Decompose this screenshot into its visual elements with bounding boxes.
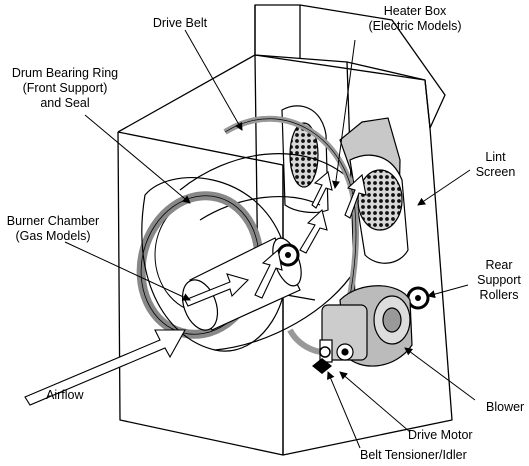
airflow-arrows bbox=[24, 170, 367, 406]
label-rear-support-rollers: Rear Support Rollers bbox=[477, 258, 521, 302]
label-burner-chamber: Burner Chamber (Gas Models) bbox=[6, 214, 100, 243]
label-drum-bearing-ring: Drum Bearing Ring (Front Support) and Se… bbox=[11, 66, 119, 110]
label-blower: Blower bbox=[486, 400, 525, 414]
label-drive-belt: Drive Belt bbox=[152, 16, 208, 30]
blower-motor-assembly bbox=[319, 285, 413, 367]
belt-tensioner bbox=[312, 346, 332, 374]
door-opening bbox=[141, 177, 287, 352]
label-lint-screen: Lint Screen bbox=[475, 150, 516, 179]
rear-support-roller-left bbox=[276, 243, 300, 267]
label-belt-tensioner: Belt Tensioner/Idler bbox=[360, 448, 467, 462]
label-heater-box: Heater Box (Electric Models) bbox=[368, 4, 462, 33]
label-airflow: Airflow bbox=[46, 388, 84, 402]
lint-screen bbox=[349, 154, 409, 264]
leader-lines bbox=[64, 29, 476, 449]
rear-support-roller-right bbox=[406, 286, 430, 310]
label-drive-motor: Drive Motor bbox=[408, 428, 473, 442]
